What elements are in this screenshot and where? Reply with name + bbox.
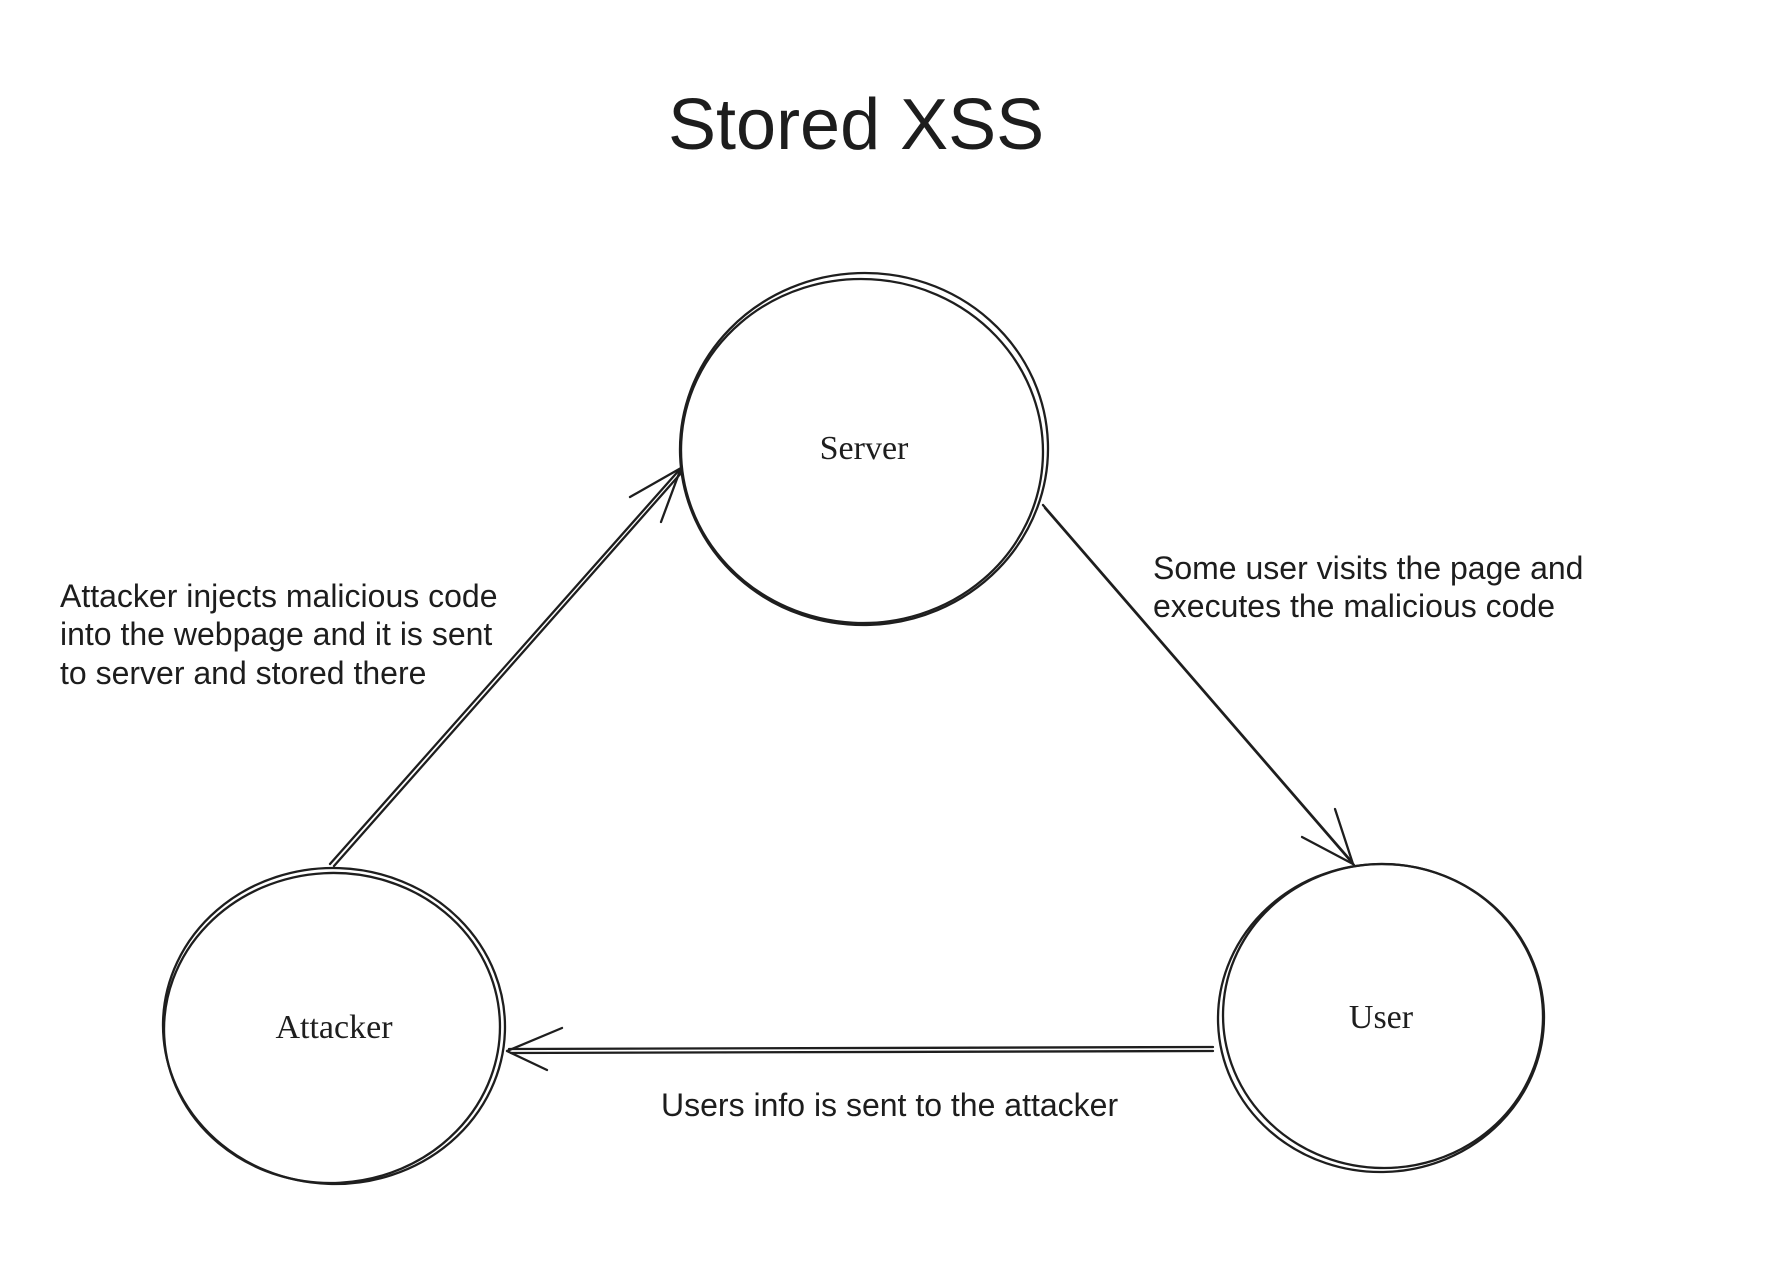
attacker-node-label: Attacker <box>275 1009 393 1046</box>
user-to-attacker-line <box>507 1045 1215 1055</box>
server-to-user-arrowhead-icon <box>1300 807 1355 866</box>
server-circle-stroke-2 <box>679 277 1045 625</box>
attacker-to-server-arrowhead-icon <box>628 466 683 524</box>
user-to-attacker-arrow <box>505 1026 1215 1072</box>
page-title: Stored XSS <box>668 85 1045 165</box>
user-to-attacker-edge-label: Users info is sent to the attacker <box>661 1087 1119 1123</box>
attacker-to-server-edge-label: Attacker injects malicious code into the… <box>60 578 498 691</box>
attacker-to-server-line <box>328 466 684 868</box>
user-node-label: User <box>1348 999 1414 1036</box>
server-to-user-edge-label: Some user visits the page and executes t… <box>1153 550 1584 625</box>
server-node-label: Server <box>819 430 909 467</box>
attacker-circle-stroke-2 <box>162 871 502 1185</box>
user-circle-stroke-2 <box>1221 862 1545 1170</box>
server-to-user-arrow <box>1041 503 1356 867</box>
attacker-circle <box>161 866 507 1186</box>
server-circle <box>678 271 1050 627</box>
server-to-user-line <box>1041 503 1356 867</box>
user-to-attacker-arrowhead-icon <box>505 1026 564 1072</box>
attacker-to-server-arrow <box>328 466 684 868</box>
user-circle <box>1216 862 1546 1174</box>
